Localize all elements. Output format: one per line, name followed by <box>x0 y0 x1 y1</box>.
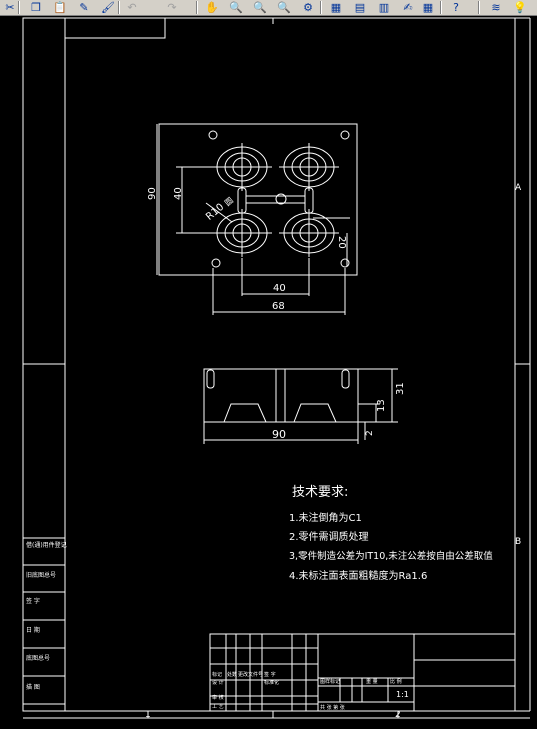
tb-label: 签 字 <box>264 671 276 678</box>
toolbar-separator <box>440 1 442 14</box>
calculator-icon[interactable]: ▦ <box>422 1 434 14</box>
screw-hole <box>208 130 218 140</box>
tech-note: 2.零件需调质处理 <box>289 531 369 543</box>
cut-icon[interactable]: ✂ <box>5 1 15 14</box>
ruler-label: 2 <box>395 710 401 720</box>
side-cavity-right <box>293 403 337 423</box>
dim-text-xiang: 圆 <box>223 196 235 208</box>
tb-header: 图样标记 <box>320 678 340 685</box>
layer-state-icon[interactable]: 💡 <box>513 1 527 14</box>
sheet-text: 共 张 第 张 <box>320 704 345 711</box>
left-strip-label: 旧底图总号 <box>26 571 56 579</box>
dim-text-31: 31 <box>395 382 406 395</box>
tb-label: 设 计 <box>212 679 224 686</box>
toolbar-separator <box>478 1 480 14</box>
top-corner-box <box>64 17 166 39</box>
left-strip-label: 日 期 <box>26 626 40 634</box>
copy-icon[interactable]: ❐ <box>31 1 41 14</box>
dim-text-13: 13 <box>376 399 387 412</box>
tb-label: 审 核 <box>212 694 224 701</box>
left-strip-label: 描 图 <box>26 683 40 691</box>
side-outline <box>203 368 359 423</box>
left-strip-label: 借(通)用件登记 <box>26 541 67 549</box>
toolbar-separator <box>320 1 322 14</box>
tech-note: 3,零件制造公差为IT10,未注公差按自由公差取值 <box>289 550 493 562</box>
runner-cross <box>245 195 306 204</box>
tb-label: 工 艺 <box>212 704 224 710</box>
screw-hole <box>340 258 350 268</box>
layers-icon[interactable]: ≋ <box>491 1 501 14</box>
side-cavity-left <box>223 403 267 423</box>
tb-label: 标准化 <box>264 679 279 686</box>
toolbar-separator <box>18 1 20 14</box>
toolbar-separator <box>118 1 120 14</box>
tb-label: 更改文件号 <box>238 671 263 678</box>
scale-text: 1:1 <box>396 690 409 699</box>
properties-icon[interactable]: ⚙ <box>303 1 313 14</box>
design-center-icon[interactable]: ▦ <box>330 1 342 14</box>
toolbar-separator <box>196 1 198 14</box>
left-strip-label: 底图总号 <box>26 654 50 662</box>
dim-text-90: 90 <box>272 428 286 441</box>
help-icon[interactable]: ? <box>453 1 459 14</box>
side-pin-right <box>341 369 350 389</box>
zoom-window-icon[interactable]: 🔍 <box>253 1 267 14</box>
side-pin-left <box>206 369 215 389</box>
ruler-label: 1 <box>145 710 151 720</box>
dim-text-2: 2 <box>365 430 375 436</box>
sheet-set-icon[interactable]: ▥ <box>378 1 390 14</box>
pan-icon[interactable]: ✋ <box>205 1 219 14</box>
sprue <box>275 193 287 205</box>
tb-header: 重 量 <box>366 678 378 685</box>
brush-icon[interactable]: 🖌 <box>101 1 115 14</box>
border-inner <box>64 17 516 712</box>
tb-label: 标记 <box>212 671 222 678</box>
dim-text-v40: 40 <box>173 187 184 200</box>
dim-text-plate-height: 90 <box>147 187 158 200</box>
standard-toolbar: ✂ ❐ 📋 ✎ 🖌 ↶ ↷ ✋ 🔍 🔍 🔍 ⚙ ▦ ▤ ▥ ✍ ▦? ≋ 💡 <box>0 0 537 16</box>
tech-note: 4.未标注面表面粗糙度为Ra1.6 <box>289 569 427 582</box>
undo-icon[interactable]: ↶ <box>127 1 137 14</box>
tech-title: 技术要求: <box>292 485 348 500</box>
zone-label-b: B <box>515 537 521 547</box>
zoom-previous-icon[interactable]: 🔍 <box>277 1 291 14</box>
zone-label-a: A <box>515 183 522 193</box>
tb-header: 比 例 <box>390 678 402 685</box>
tb-label: 处数 <box>227 671 237 678</box>
border-outer <box>22 17 516 712</box>
screw-hole <box>211 258 221 268</box>
dim-text-20: 20 <box>336 236 347 249</box>
markup-icon[interactable]: ✍ <box>403 1 413 14</box>
title-block <box>209 633 516 712</box>
match-properties-icon[interactable]: ✎ <box>79 1 89 14</box>
plate-outline <box>158 123 358 276</box>
left-strip-label: 签 字 <box>26 597 40 605</box>
redo-icon[interactable]: ↷ <box>167 1 177 14</box>
dim-text-h68: 68 <box>272 301 285 312</box>
dim-text-h40: 40 <box>273 283 286 294</box>
paste-icon[interactable]: 📋 <box>53 1 67 14</box>
tech-note: 1.未注倒角为C1 <box>289 511 362 524</box>
zoom-realtime-icon[interactable]: 🔍 <box>229 1 243 14</box>
tool-palettes-icon[interactable]: ▤ <box>354 1 366 14</box>
screw-hole <box>340 130 350 140</box>
leader-r10 <box>205 202 233 223</box>
